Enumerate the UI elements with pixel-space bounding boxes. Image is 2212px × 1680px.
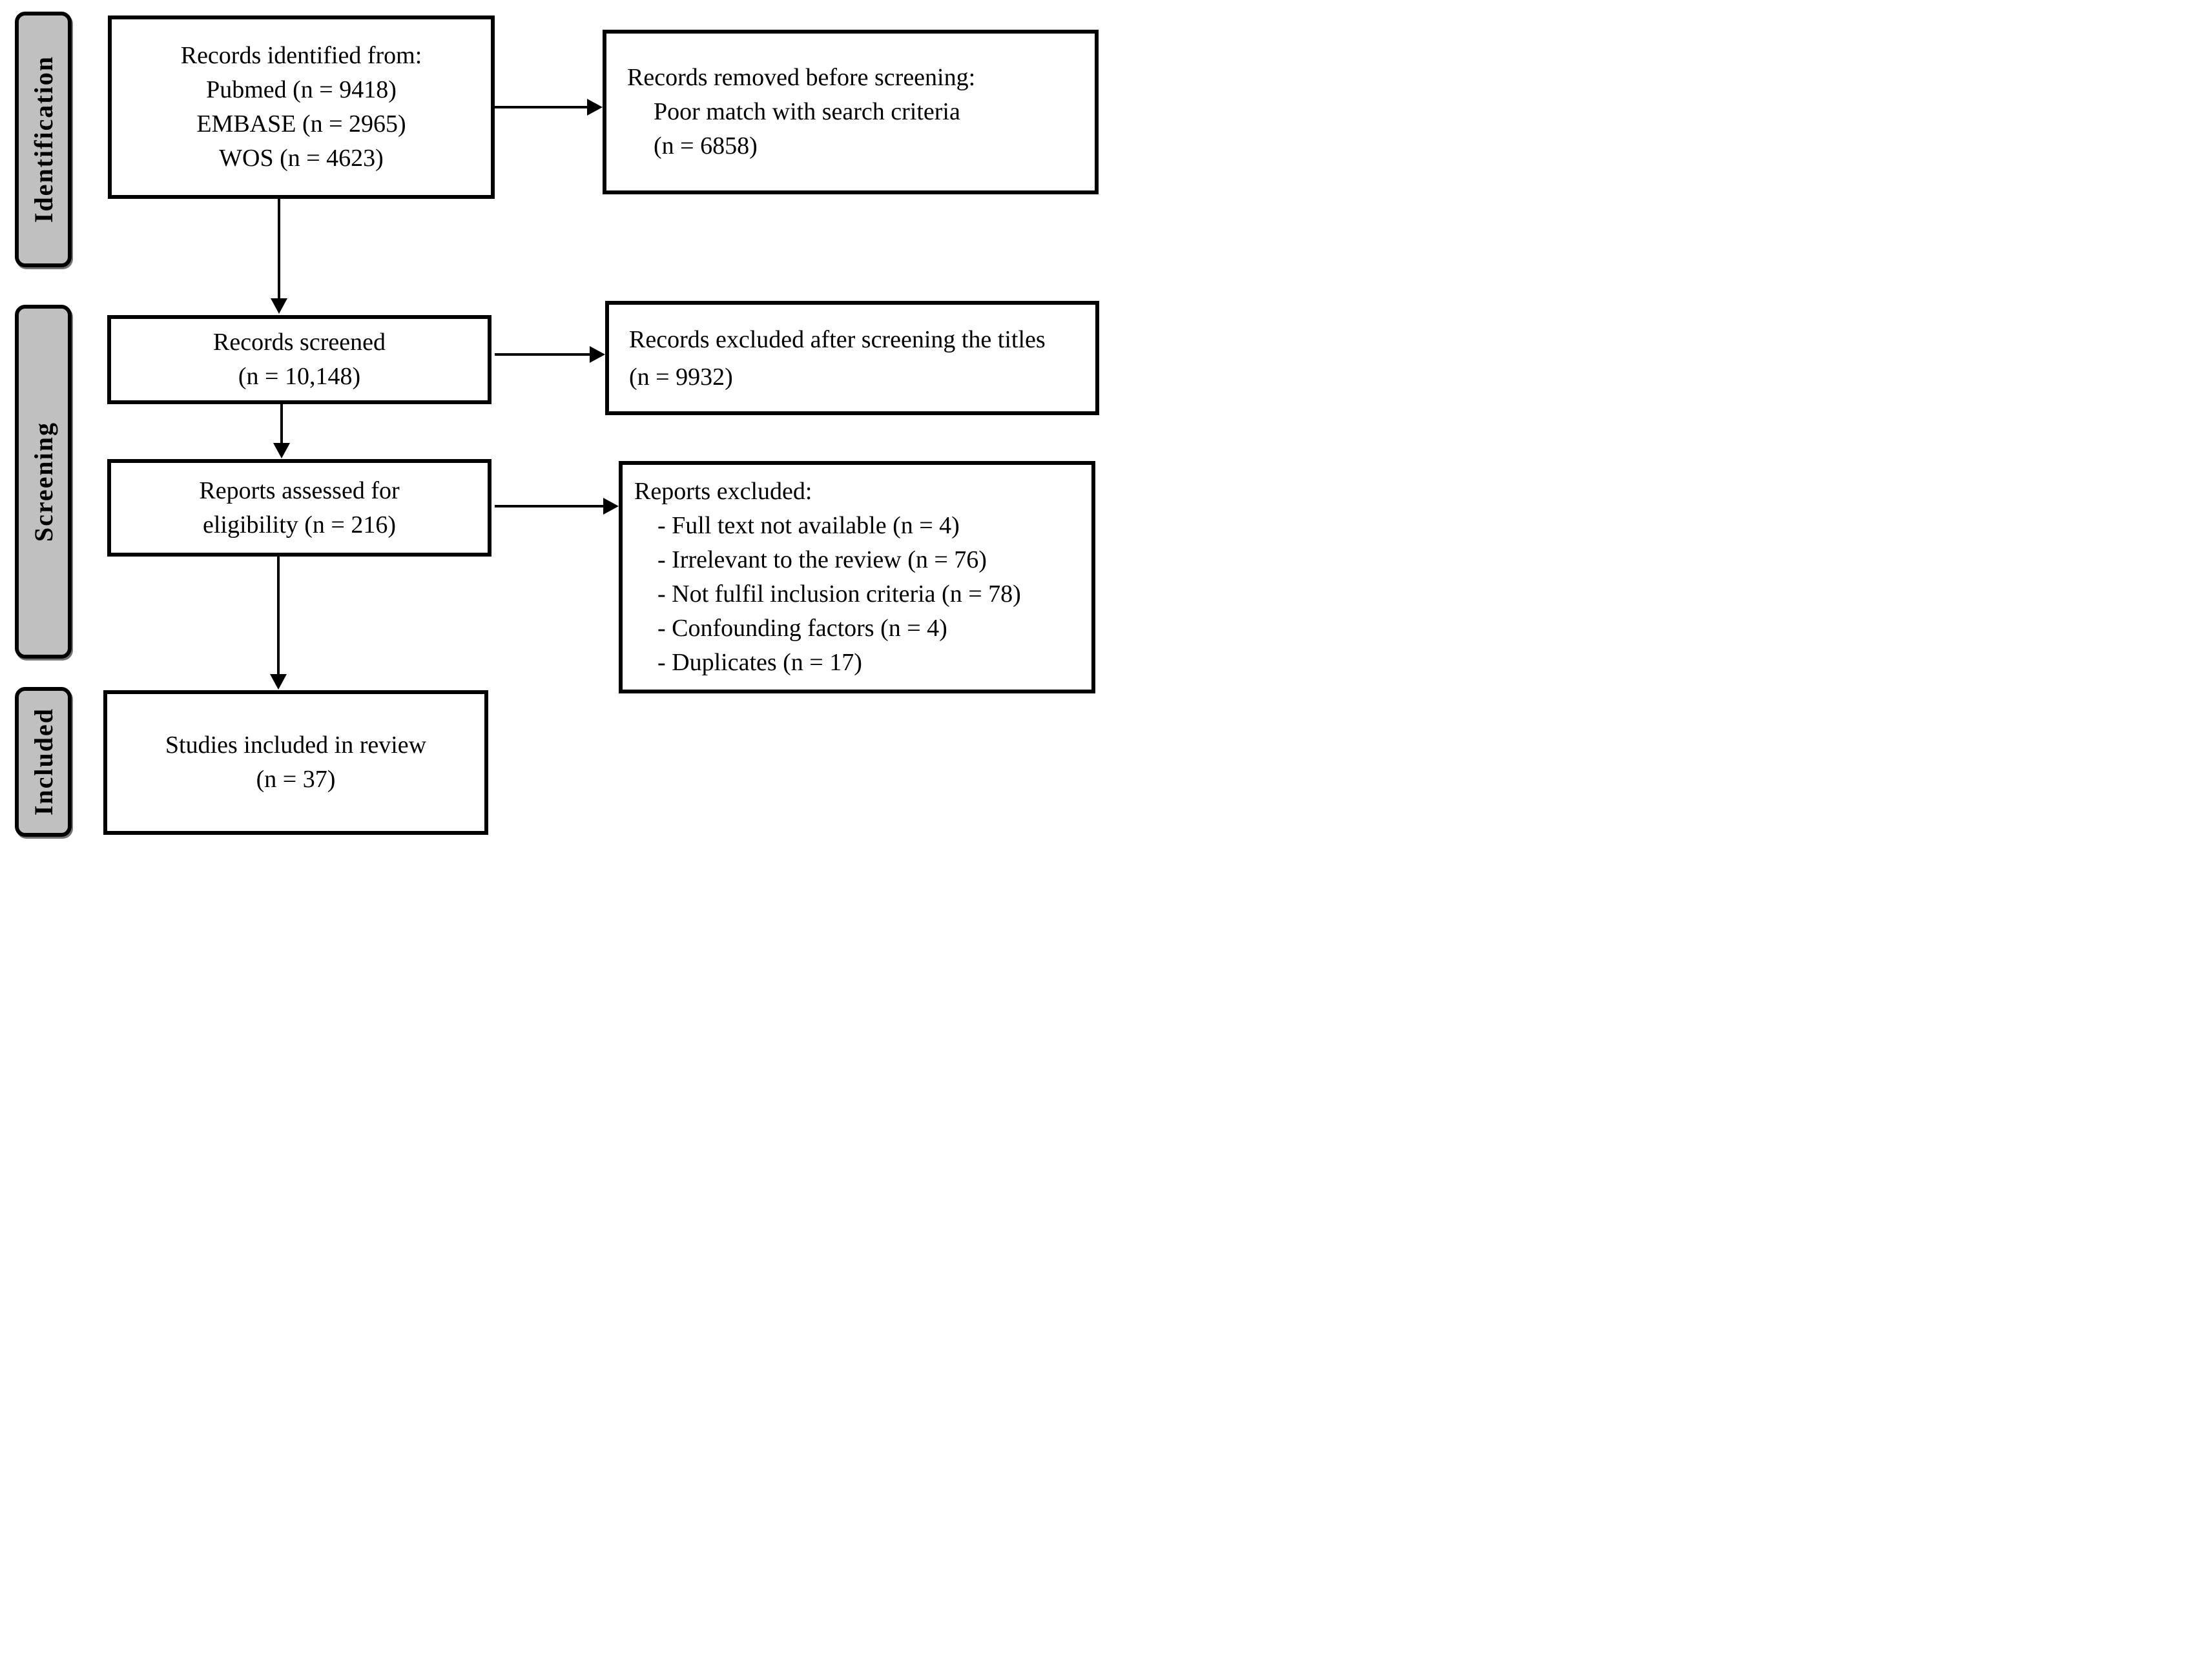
- stage-label-identification-text: Identification: [28, 56, 58, 223]
- reports-excluded-item-fulltext: - Full text not available (n = 4): [657, 512, 960, 539]
- box-records-excluded-titles-content: Records excluded after screening the tit…: [609, 305, 1095, 411]
- stage-label-included: Included: [15, 687, 72, 837]
- records-excluded-titles-text: Records excluded after screening the tit…: [629, 325, 1046, 391]
- arrow-line: [495, 353, 592, 356]
- arrow-line: [278, 198, 280, 300]
- records-identified-title: Records identified from:: [180, 42, 422, 69]
- box-reports-assessed-content: Reports assessed for eligibility (n = 21…: [111, 463, 488, 553]
- reports-excluded-item-irrelevant: - Irrelevant to the review (n = 76): [657, 546, 987, 573]
- box-records-screened: Records screened (n = 10,148): [107, 315, 491, 404]
- prisma-flow-diagram: Identification Screening Included Record…: [0, 0, 1106, 840]
- reports-excluded-item-duplicates: - Duplicates (n = 17): [657, 649, 862, 676]
- box-records-identified-content: Records identified from: Pubmed (n = 941…: [112, 19, 491, 195]
- box-studies-included-content: Studies included in review (n = 37): [107, 694, 484, 831]
- arrow-line: [495, 505, 606, 507]
- records-screened-title: Records screened: [213, 329, 386, 356]
- records-removed-count: (n = 6858): [654, 132, 758, 159]
- studies-included-count: (n = 37): [256, 766, 336, 793]
- arrow-line: [495, 106, 590, 108]
- box-records-screened-content: Records screened (n = 10,148): [111, 319, 488, 400]
- records-identified-pubmed: Pubmed (n = 9418): [206, 76, 397, 103]
- box-studies-included: Studies included in review (n = 37): [103, 690, 488, 835]
- arrowhead-down-icon: [273, 443, 290, 458]
- records-screened-count: (n = 10,148): [238, 363, 361, 390]
- arrowhead-right-icon: [603, 498, 619, 515]
- arrow-line: [280, 403, 283, 445]
- arrowhead-right-icon: [590, 346, 605, 363]
- box-records-excluded-titles: Records excluded after screening the tit…: [605, 301, 1099, 415]
- studies-included-title: Studies included in review: [165, 732, 427, 759]
- stage-label-identification: Identification: [15, 12, 72, 267]
- records-removed-title: Records removed before screening:: [627, 64, 976, 91]
- reports-excluded-item-confounding: - Confounding factors (n = 4): [657, 615, 947, 642]
- reports-excluded-title: Reports excluded:: [634, 478, 812, 505]
- arrowhead-down-icon: [271, 298, 287, 314]
- stage-label-screening-text: Screening: [28, 421, 58, 542]
- arrow-line: [277, 555, 280, 675]
- stage-label-included-text: Included: [28, 708, 58, 816]
- records-identified-wos: WOS (n = 4623): [219, 145, 384, 172]
- box-reports-excluded: Reports excluded: - Full text not availa…: [619, 461, 1095, 693]
- box-reports-excluded-content: Reports excluded: - Full text not availa…: [623, 465, 1091, 690]
- box-records-removed-content: Records removed before screening: Poor m…: [606, 34, 1095, 190]
- reports-assessed-line2: eligibility (n = 216): [202, 511, 396, 538]
- stage-label-screening: Screening: [15, 305, 72, 659]
- box-records-identified: Records identified from: Pubmed (n = 941…: [108, 15, 495, 199]
- records-identified-embase: EMBASE (n = 2965): [196, 110, 406, 138]
- arrowhead-right-icon: [587, 99, 603, 116]
- reports-excluded-item-criteria: - Not fulfil inclusion criteria (n = 78): [657, 580, 1021, 608]
- box-reports-assessed: Reports assessed for eligibility (n = 21…: [107, 459, 491, 557]
- box-records-removed: Records removed before screening: Poor m…: [603, 30, 1099, 194]
- arrowhead-down-icon: [270, 674, 287, 690]
- records-removed-reason: Poor match with search criteria: [654, 98, 960, 125]
- reports-assessed-line1: Reports assessed for: [199, 476, 400, 504]
